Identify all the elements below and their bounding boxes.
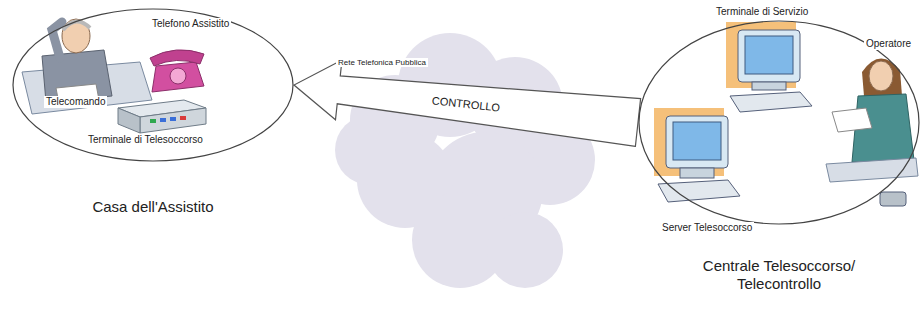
part-label: Operatore	[864, 38, 913, 50]
assisted-person	[22, 19, 152, 114]
network-cloud	[335, 33, 595, 288]
service-terminal-symbol	[726, 22, 812, 112]
region-ellipse-line	[639, 21, 919, 224]
alarm-terminal-symbol	[118, 100, 206, 133]
region-ellipse-line	[13, 9, 293, 161]
region-ellipse: Casa dell'Assistito	[12, 8, 294, 218]
block-arrow	[294, 60, 641, 146]
part-label: Rete Telefonica Pubblica	[336, 58, 428, 67]
part-label: Telefono Assistito	[150, 18, 231, 30]
server-symbol	[654, 108, 740, 202]
caption-group: Centrale Telesoccorso/ Telecontrollo	[638, 257, 920, 293]
operator-figure	[826, 58, 918, 206]
region-caption: Centrale Telesoccorso/ Telecontrollo	[684, 257, 874, 293]
region-caption: Casa dell'Assistito	[92, 198, 213, 216]
region-outline	[638, 20, 920, 225]
region-ellipse: Centrale Telesoccorso/ Telecontrollo	[638, 20, 920, 295]
part-label: Terminale di Servizio	[714, 6, 810, 18]
telephone-symbol	[150, 50, 204, 92]
part-label: Server Telesoccorso	[660, 222, 754, 234]
caption-group: Casa dell'Assistito	[12, 198, 294, 216]
part-label: Terminale di Telesoccorso	[86, 134, 205, 146]
part-label: Telecomando	[44, 96, 107, 108]
